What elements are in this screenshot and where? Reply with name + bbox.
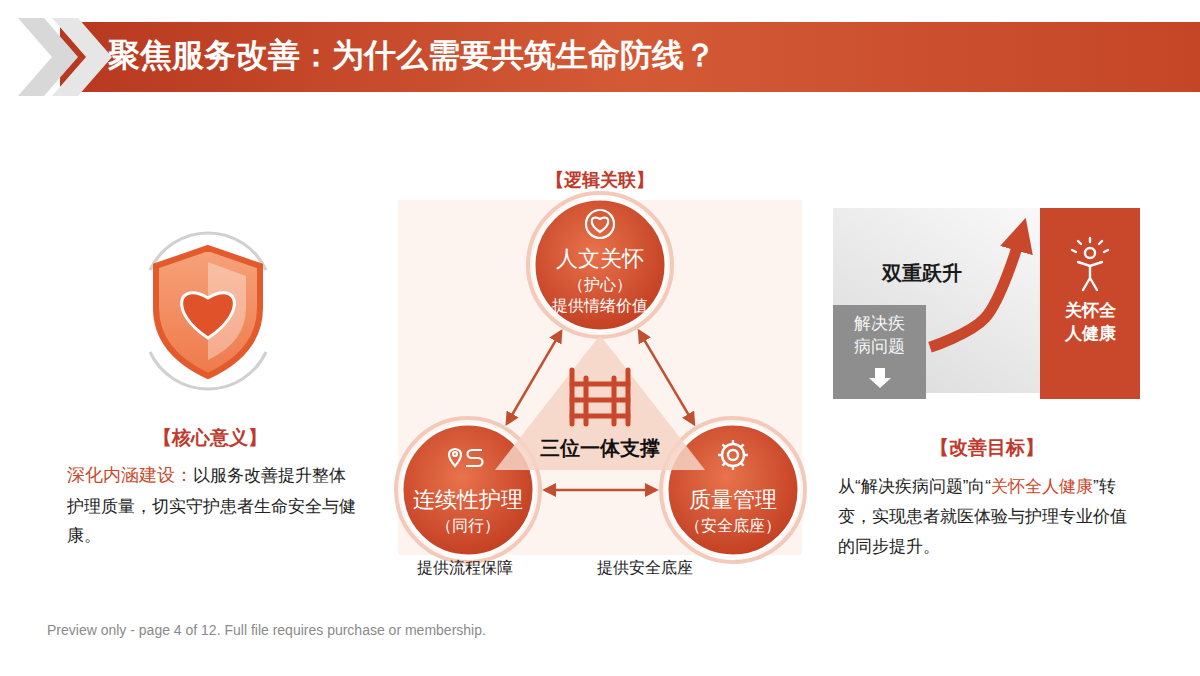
triangle-fill (495, 335, 705, 470)
growth-arrow (930, 231, 1022, 347)
circle-halo (528, 193, 672, 337)
circle-halo (396, 418, 540, 562)
body-text: 从“解决疾病问题”向“ (838, 477, 991, 496)
node-note: （护心） (568, 274, 632, 296)
node-title: 关怀全人健康 (1063, 300, 1117, 346)
node-title: 连续性护理 (413, 485, 523, 515)
box-fill (1040, 208, 1140, 399)
node-note: （同行） (436, 515, 500, 537)
diagram-ground (398, 200, 802, 555)
circle-fill (667, 424, 799, 556)
circle-fill (402, 424, 534, 556)
pillar-caption: 提供安全底座 (597, 558, 693, 579)
node-content: 连续性护理（同行） (401, 423, 535, 557)
node-content: 关怀全人健康 (1040, 208, 1140, 399)
header-bar (60, 22, 1200, 92)
pillar-circle: 质量管理（安全底座） (666, 423, 800, 557)
node-title: 解决疾病问题 (853, 313, 907, 359)
pillar-caption: 提供流程保障 (417, 558, 513, 579)
pillar-circle: 连续性护理（同行） (401, 423, 535, 557)
shield-icon (150, 233, 266, 389)
down-arrow-icon (869, 368, 891, 388)
pillar-circle: 人文关怀（护心）提供情绪价值 (533, 198, 667, 332)
node-title: 质量管理 (689, 485, 777, 515)
section-heading: 【改善目标】 (930, 435, 1044, 461)
node-title: 人文关怀 (556, 244, 644, 274)
before-box: 解决疾病问题 (833, 305, 926, 399)
page-title: 聚焦服务改善：为什么需要共筑生命防线？ (108, 34, 716, 78)
chevrons (18, 18, 112, 96)
node-note: （安全底座） (685, 515, 781, 537)
goal-box: 关怀全人健康 (1040, 208, 1140, 399)
section-heading: 【核心意义】 (153, 425, 267, 451)
support-triangle: 三位一体支撑 (495, 335, 705, 470)
node-content: 三位一体支撑 (495, 335, 705, 470)
section-heading: 【逻辑关联】 (546, 168, 654, 192)
node-note: 提供情绪价值 (552, 295, 648, 317)
paragraph: 从“解决疾病问题”向“关怀全人健康”转变，实现患者就医体验与护理专业价值的同步提… (838, 472, 1142, 561)
gear-icon (718, 440, 748, 470)
node-title: 三位一体支撑 (540, 435, 660, 462)
circle-fill (534, 199, 666, 331)
chart-title: 双重跃升 (882, 260, 962, 287)
node-content: 质量管理（安全底座） (666, 423, 800, 557)
footer-note: Preview only - page 4 of 12. Full file r… (47, 622, 486, 638)
node-content: 解决疾病问题 (833, 305, 926, 399)
highlight-text: 关怀全人健康 (991, 477, 1093, 496)
person-icon (1072, 238, 1108, 290)
fence-icon (572, 370, 628, 424)
node-content: 人文关怀（护心）提供情绪价值 (533, 198, 667, 332)
heart-icon (586, 210, 614, 238)
box-fill (833, 305, 926, 399)
circle-halo (661, 418, 805, 562)
route-icon (449, 449, 483, 466)
lead-phrase: 深化内涵建设： (67, 465, 193, 485)
paragraph: 深化内涵建设：以服务改善提升整体护理质量，切实守护患者生命安全与健康。 (67, 460, 359, 551)
link-arrow (545, 489, 656, 492)
